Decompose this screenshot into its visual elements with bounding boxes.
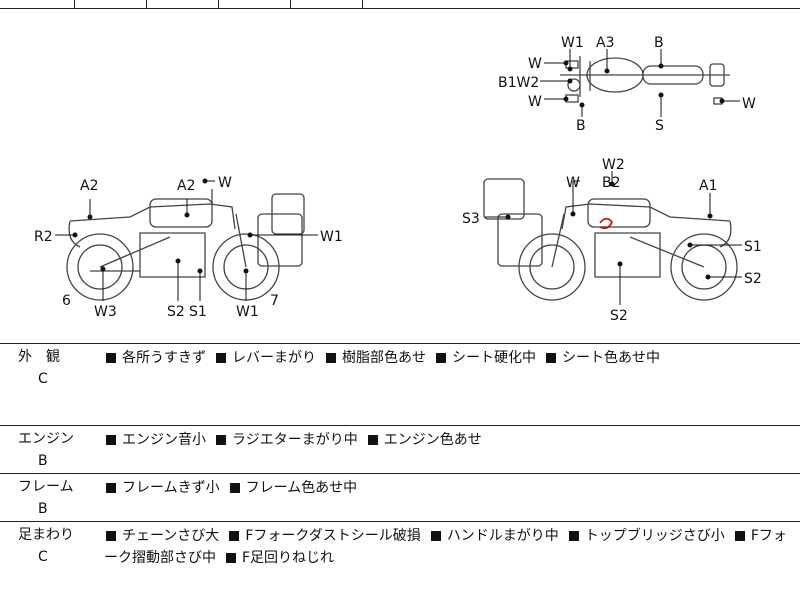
condition-item: シート硬化中 — [452, 350, 536, 366]
label-right-a1: A1 — [699, 178, 717, 194]
label-right-w: W — [566, 175, 580, 191]
condition-item: トップブリッジさび小 — [584, 528, 725, 544]
bullet-square-icon — [106, 483, 116, 493]
condition-item: 樹脂部色あせ — [342, 350, 426, 366]
condition-item: フレーム色あせ中 — [245, 480, 358, 496]
header-cell — [290, 0, 363, 8]
label-left-w-top: W — [218, 175, 232, 191]
header-cell — [74, 0, 147, 8]
condition-item: ラジエターまがり中 — [232, 432, 358, 448]
label-right-w2: W2 — [602, 157, 625, 173]
label-left-7: 7 — [270, 293, 279, 309]
section-items: フレームきず小 フレーム色あせ中 — [104, 477, 794, 499]
section-grade: C — [38, 371, 48, 387]
bullet-square-icon — [326, 353, 336, 363]
label-top-s: S — [655, 118, 664, 134]
condition-item: レバーまがり — [232, 350, 316, 366]
section-engine: エンジン B エンジン音小 ラジエターまがり中 エンジン色あせ — [0, 425, 800, 474]
section-category: 外 観 — [18, 349, 60, 365]
bullet-square-icon — [229, 531, 240, 541]
leader-lines — [55, 49, 742, 305]
label-top-a3: A3 — [596, 35, 614, 51]
header-cell — [218, 0, 291, 8]
header-cell — [146, 0, 219, 8]
section-items: エンジン音小 ラジエターまがり中 エンジン色あせ — [104, 429, 794, 451]
bullet-square-icon — [568, 531, 579, 541]
bullet-square-icon — [436, 353, 446, 363]
condition-item: チェーンさび大 — [122, 528, 220, 544]
label-left-s1: S1 — [189, 304, 207, 320]
label-right-s3: S3 — [462, 211, 480, 227]
label-top-b-bottom: B — [576, 118, 586, 134]
section-items: 各所うすきず レバーまがり 樹脂部色あせ シート硬化中 シート色あせ中 — [104, 347, 794, 369]
label-top-b: B — [654, 35, 664, 51]
damage-marker-red — [599, 217, 613, 229]
bullet-square-icon — [546, 353, 556, 363]
condition-item: フレームきず小 — [122, 480, 220, 496]
label-top-w1: W1 — [561, 35, 584, 51]
condition-item: Fフォークダストシール破損 — [245, 528, 421, 544]
bullet-square-icon — [734, 531, 745, 541]
section-suspension: 足まわり C チェーンさび大 Fフォークダストシール破損 ハンドルまがり中 トップブリ… — [0, 521, 800, 600]
label-left-a2-rear: A2 — [80, 178, 98, 194]
bullet-square-icon — [226, 553, 236, 563]
section-grade: C — [38, 549, 48, 565]
section-grade: B — [38, 501, 48, 517]
section-category: フレーム — [18, 479, 74, 495]
label-top-w-upper: W — [528, 56, 542, 72]
label-right-s2-bottom: S2 — [610, 308, 628, 324]
section-category: 足まわり — [18, 527, 74, 543]
bullet-square-icon — [367, 435, 378, 445]
bullet-square-icon — [216, 353, 226, 363]
label-left-r2: R2 — [34, 229, 53, 245]
condition-item: ハンドルまがり中 — [446, 528, 559, 544]
damage-diagram: W1 A3 B W B1W2 W B S W A2 A2 W R2 W1 6 W… — [0, 9, 800, 344]
label-left-a2-tank: A2 — [177, 178, 195, 194]
label-right-s1: S1 — [744, 239, 762, 255]
label-left-w1-bottom: W1 — [236, 304, 259, 320]
right-side-motorcycle — [483, 178, 738, 301]
label-right-s2: S2 — [744, 271, 762, 287]
label-right-b2: B2 — [602, 175, 621, 191]
section-exterior: 外 観 C 各所うすきず レバーまがり 樹脂部色あせ シート硬化中 シート色あせ中 — [0, 343, 800, 426]
section-grade: B — [38, 453, 48, 469]
motorcycle-diagram: W1 A3 B W B1W2 W B S W A2 A2 W R2 W1 6 W… — [34, 35, 762, 324]
section-category: エンジン — [18, 431, 74, 447]
label-left-s2: S2 — [167, 304, 185, 320]
label-left-w1: W1 — [320, 229, 343, 245]
bullet-square-icon — [430, 531, 441, 541]
condition-item: エンジン色あせ — [383, 432, 482, 448]
label-top-w-lower: W — [528, 94, 542, 110]
header-cell — [0, 0, 75, 8]
header-row-fragment — [0, 0, 800, 9]
top-view-motorcycle — [560, 56, 730, 105]
label-top-w-right: W — [742, 96, 756, 112]
label-left-w3: W3 — [94, 304, 117, 320]
bullet-square-icon — [106, 353, 116, 363]
label-top-b1w2: B1W2 — [498, 75, 539, 91]
condition-item: 各所うすきず — [122, 350, 206, 366]
bullet-square-icon — [229, 483, 240, 493]
condition-item: Fフォーク摺動部さび中 — [104, 528, 787, 566]
condition-item: F足回りねじれ — [242, 550, 335, 566]
label-left-6: 6 — [62, 293, 71, 309]
section-frame: フレーム B フレームきず小 フレーム色あせ中 — [0, 473, 800, 522]
condition-item: エンジン音小 — [122, 432, 206, 448]
bullet-square-icon — [106, 531, 116, 541]
condition-item: シート色あせ中 — [562, 350, 660, 366]
bullet-square-icon — [106, 435, 116, 445]
bullet-square-icon — [216, 435, 226, 445]
